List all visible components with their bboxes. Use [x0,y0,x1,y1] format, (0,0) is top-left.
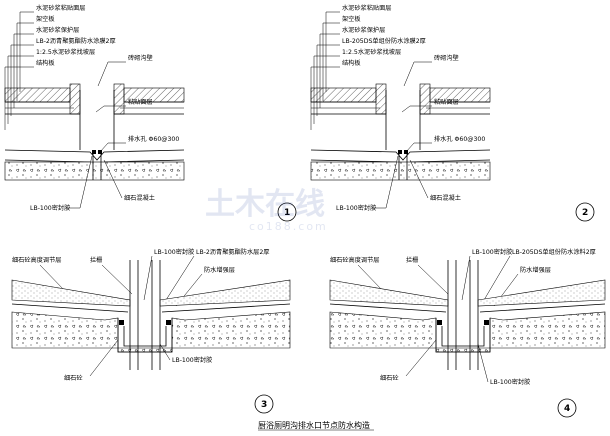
layer-label: 水泥砂浆粘贴面层 [36,4,86,12]
drain-riser [129,260,161,370]
detail-number: 2 [582,208,588,218]
layer-label: 水泥砂浆保护层 [36,26,79,34]
membrane-label: LB-2沥青聚氨酯防水层2厚 [196,248,270,256]
layer-label: LB-2沥青聚氨酯防水涂膜2厚 [36,37,116,45]
layer-label: 1:2.5水泥砂浆找坡层 [36,48,95,56]
detail-3: 细石砼高度调节层 拦栅 LB-100密封胶 LB-2沥青聚氨酯防水层2厚 防水增… [11,248,291,414]
structural-slab [4,161,185,181]
layer-labels: 水泥砂浆粘贴面层 架空板 水泥砂浆保护层 LB-205DS单组份防水涂膜2厚 1… [342,4,426,67]
detail-2: 水泥砂浆粘贴面层 架空板 水泥砂浆保护层 LB-205DS单组份防水涂膜2厚 1… [310,4,595,222]
fine-concrete-label: 细石混凝土 [124,194,155,202]
tile-label: 粘贴面层 [434,98,459,106]
sealant-blocks [92,150,102,154]
sealant-top-label: LB-100密封胶 [154,248,194,256]
gutter-wall-right [113,83,125,115]
gutter-wall-label: 砖砌沟壁 [128,54,153,62]
screed-label: 细石砼高度调节层 [12,256,62,264]
detail-4: 细石砼高度调节层 拦栅 LB-100密封胶 LB-205DS单组份防水涂料2厚 … [329,248,606,418]
leader-lines [5,11,34,68]
sealant-top-label: LB-100密封胶 [472,248,512,256]
sealant-bottom-label: LB-100密封胶 [172,356,212,364]
layer-label: 水泥砂浆粘贴面层 [342,4,392,12]
reinforce-label: 防水增强层 [204,266,235,274]
layer-labels: 水泥砂浆粘贴面层 架空板 水泥砂浆保护层 LB-2沥青聚氨酯防水涂膜2厚 1:2… [36,4,116,67]
drawing-caption: 厨浴厕明沟排水口节点防水构造 [258,420,370,430]
leader-lines-vertical [4,12,21,130]
sealant-label: LB-100密封胶 [336,204,376,212]
screed-label: 细石砼高度调节层 [330,256,380,264]
detail-number-circle [575,202,595,222]
reinforce-label: 防水增强层 [520,266,551,274]
detail-number: 1 [284,208,290,218]
layer-label: 水泥砂浆保护层 [342,26,385,34]
fine-concrete-label: 细石砼 [64,374,83,382]
layer-label: 1:2.5水泥砂浆找坡层 [342,48,401,56]
fine-concrete-label: 细石混凝土 [430,194,461,202]
detail-number: 3 [261,400,267,410]
layer-label: 架空板 [342,15,361,23]
detail-1: 水泥砂浆粘贴面层 架空板 水泥砂浆保护层 LB-2沥青聚氨酯防水涂膜2厚 1:2… [4,4,297,222]
detail-number-circle [557,398,577,418]
drain-pipe [92,152,102,180]
detail-number: 4 [564,404,570,414]
layer-label: 架空板 [36,15,55,23]
detail-number-circle [254,394,274,414]
gutter-wall-left [69,83,81,115]
sealant-label: LB-100密封胶 [30,204,70,212]
sealant-bottom-label: LB-100密封胶 [490,378,530,386]
gutter-wall-label: 砖砌沟壁 [434,54,459,62]
membrane-label: LB-205DS单组份防水涂料2厚 [512,248,596,256]
layer-label: LB-205DS单组份防水涂膜2厚 [342,37,426,45]
layer-label: 结构板 [36,59,55,67]
detail-number-circle [277,202,297,222]
tile-label: 粘贴面层 [128,98,153,106]
grate-label: 拦栅 [90,256,102,264]
drain-hole-label: 排水孔 Φ60@300 [128,135,179,143]
fine-concrete-label: 细石砼 [380,374,399,382]
raised-tile-left [4,87,71,103]
grate-label: 拦栅 [406,256,418,264]
drain-hole-label: 排水孔 Φ60@300 [434,135,485,143]
layer-label: 结构板 [342,59,361,67]
